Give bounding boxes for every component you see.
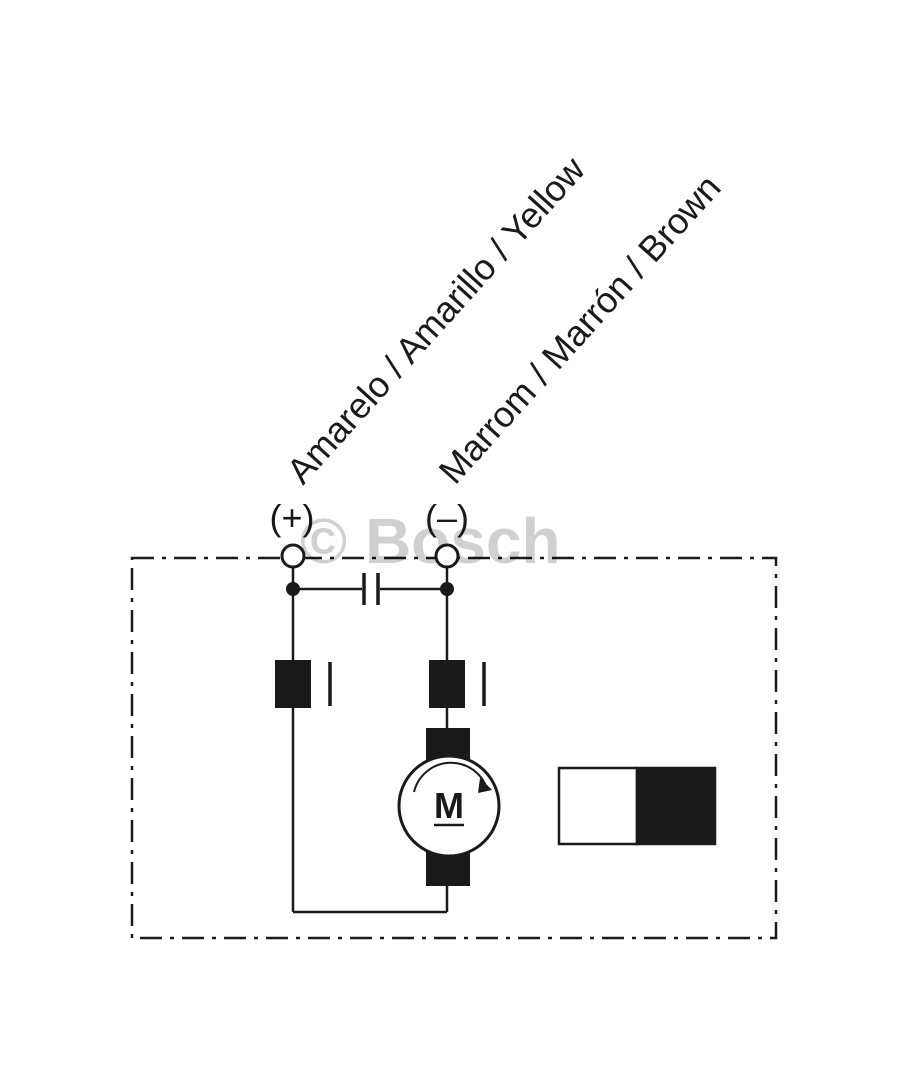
capacitor-icon [293,573,447,605]
motor-icon: M [397,754,501,858]
positive-terminal [280,543,306,569]
motor-label: M [434,785,464,826]
positive-terminal-label: (+) [270,497,315,538]
positive-choke-icon [275,660,332,708]
connector-icon [557,766,717,846]
watermark: © Bosch [300,505,561,577]
negative-terminal-label: (–) [425,497,469,538]
negative-terminal [434,543,460,569]
enclosure-border [130,556,778,940]
motor-brush-bottom [426,852,470,886]
negative-choke-icon [429,660,486,708]
negative-wire-label: Marrom / Marrón / Brown [430,167,728,492]
positive-wire-label: Amarelo / Amarillo / Yellow [278,148,593,491]
